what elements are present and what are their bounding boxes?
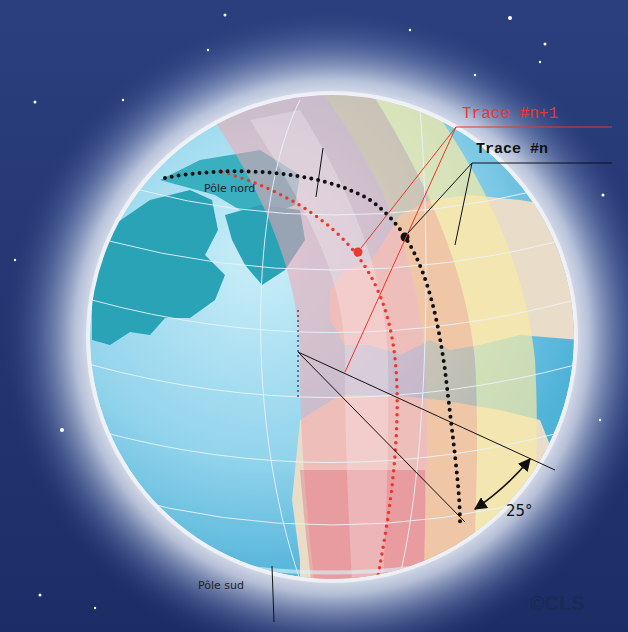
pole-label: Pôle sud xyxy=(198,580,244,592)
copyright-mark: ©CLS xyxy=(530,592,585,614)
track-label: Trace #n xyxy=(476,142,548,159)
pole-label: Pôle nord xyxy=(204,183,255,195)
angle-label: 25° xyxy=(506,503,533,520)
track-label: Trace #n+1 xyxy=(462,106,558,124)
